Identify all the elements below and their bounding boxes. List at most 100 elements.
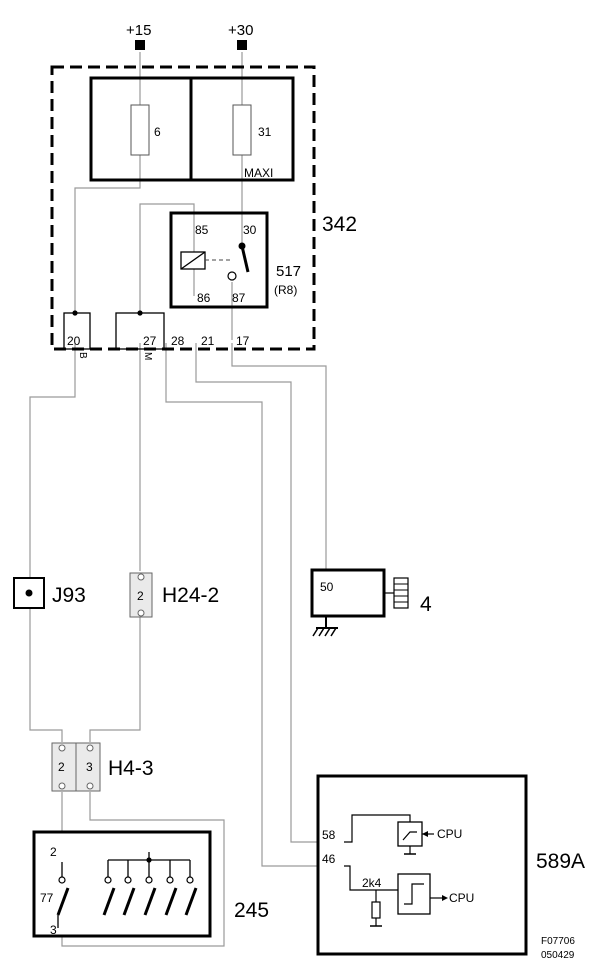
h4-pin3-bottom [86,782,94,790]
ecu-schmitt-box [397,873,431,915]
switch-245: 2 77 3 245 [32,830,269,938]
ecu-buffer-symbol-top [402,831,417,841]
connector-h24-2: 2 H24-2 [129,572,219,618]
switch-245-box [32,830,212,938]
ecu-pin-46: 46 [322,852,336,866]
plus15-terminal [135,40,145,50]
ecu-589a: 58 46 CPU 2k4 CPU 589A [316,774,585,956]
h4-pin2-top [58,744,66,752]
wire-pin20-j93-h4 [29,343,76,742]
connector-b-label: B [77,352,88,359]
ecu-cpu-bottom: CPU [449,891,474,905]
supply-terminals: +15 +30 [126,22,253,50]
switch-d-blade [164,887,178,916]
relay-r8-label: (R8) [274,283,297,297]
h4-pin3-top [86,744,94,752]
h24-pin-top [137,573,145,581]
plus30-terminal [237,40,247,50]
relay-pin-30: 30 [243,223,257,237]
ecu-resistor-icon [371,901,381,919]
h24-label: H24-2 [162,584,219,607]
relay-517-label: 517 [276,263,301,280]
motor-comb-body [393,577,409,609]
ecu-pin46-trace [344,865,398,891]
switch-c-blade [143,887,157,916]
ground-j93: J93 [13,577,86,609]
switch-pin-77: 77 [40,891,54,905]
fuse-31-icon [232,104,252,156]
ecu-arrow-top-head [422,831,428,837]
switch-b-blade [122,887,136,916]
motor-pin-50: 50 [320,580,334,594]
switch-b-contact [124,876,132,884]
ecu-input-buffer-top [397,821,423,847]
switch-a-blade [102,887,116,916]
ecu-589a-label: 589A [536,850,585,873]
h24-pin-label: 2 [137,589,144,603]
switch-pin-2: 2 [50,845,57,859]
relay-517-box [169,211,269,309]
ecu-resistor-label: 2k4 [362,876,382,890]
switch-a-contact [104,876,112,884]
switch-77-blade [56,887,70,916]
h4-pin2-label: 2 [58,760,65,774]
figure-id-line1: F07706 [541,936,575,947]
maxi-label: MAXI [244,166,273,180]
fuse-6-icon [130,104,150,156]
wire-fuse6-pin20 [74,155,141,313]
h24-pin-bottom [137,609,145,617]
wires [29,52,327,947]
plus15-label: +15 [126,22,151,39]
ecu-pin58-trace [344,814,411,843]
plus30-label: +30 [228,22,253,39]
motor-4: 50 4 [310,568,432,637]
switch-c-contact [145,876,153,884]
wire-h4p3-switch [61,792,225,947]
h24-body [129,572,153,618]
ecu-schmitt-symbol [404,883,424,905]
ecu-arrow-bottom-head [442,895,448,901]
motor-4-label: 4 [420,593,432,616]
j93-label: J93 [52,584,86,607]
box-pin-21: 21 [201,334,215,348]
wire-pin28-ecu46 [165,343,318,867]
relay-pin-86: 86 [197,291,211,305]
wire-pin21-ecu58 [195,343,318,843]
box-pin-20: 20 [67,334,81,348]
box-342-label: 342 [322,213,357,236]
h4-pin2-bottom [58,782,66,790]
box-pin-17: 17 [236,334,250,348]
switch-245-label: 245 [234,899,269,922]
relay-pin-87: 87 [232,291,246,305]
chassis-ground-icon [312,616,338,637]
box-pin-28: 28 [171,334,185,348]
box-342: 6 31 MAXI 342 85 30 86 87 517 (R8) 20 27… [50,65,357,360]
relay-contact-87 [227,271,237,281]
wire-h24-h4 [89,617,141,742]
h4-label: H4-3 [108,757,154,780]
switch-77-contact [58,876,66,884]
box-342-outline [50,65,316,351]
switch-d-contact [166,876,174,884]
j93-dot [25,589,33,597]
connector-m-label: M [142,352,153,360]
fuse-6-label: 6 [154,125,161,139]
switch-pin-3: 3 [50,923,57,937]
switch-e-contact [186,876,194,884]
switch-e-blade [184,887,198,916]
junction-pin27 [137,310,143,316]
relay-contact-arm [240,245,250,273]
wire-pin27-relay86 [139,203,195,313]
figure-id-line2: 050429 [541,950,575,961]
ecu-cpu-top: CPU [437,827,462,841]
box-pin-27: 27 [143,334,157,348]
ecu-box [316,774,528,956]
ecu-pin-58: 58 [322,828,336,842]
connector-h4-3: 2 3 H4-3 [51,742,154,792]
junction-pin20 [72,310,78,316]
wire-pin17-motor50 [231,343,327,570]
relay-pin-85: 85 [195,223,209,237]
h4-pin3-label: 3 [86,760,93,774]
fuse-31-label: 31 [258,125,272,139]
